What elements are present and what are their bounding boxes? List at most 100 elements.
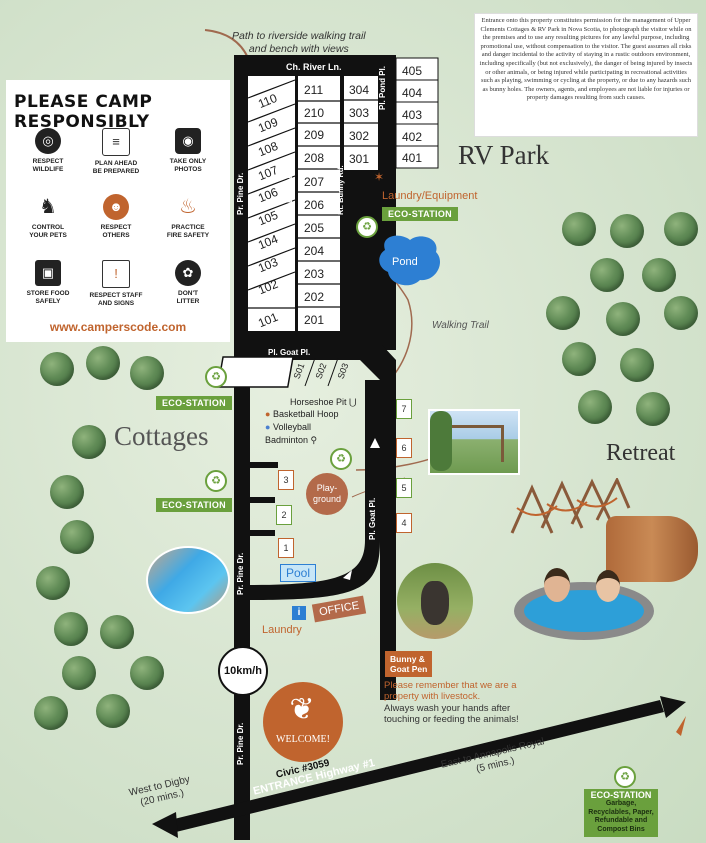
cabin-7[interactable]: 7 [396, 399, 412, 419]
hammocks-illustration [507, 476, 632, 538]
pool-photo [146, 546, 230, 614]
ch-river-ln-label: Ch. River Ln. [286, 62, 342, 72]
take-photos-item: ◉ TAKE ONLY PHOTOS [158, 128, 218, 174]
item-label: RESPECT OTHERS [100, 224, 132, 239]
basketball-icon: ● [265, 409, 271, 419]
tree [86, 346, 120, 380]
laundry-label: Laundry [262, 624, 302, 636]
item-label: RESPECT WILDLIFE [32, 158, 64, 173]
site-206[interactable]: 206 [304, 198, 325, 212]
basketball-label: ● Basketball Hoop [265, 409, 339, 419]
horseshoe-icon: ⋃ [349, 397, 357, 407]
site-210[interactable]: 210 [304, 106, 325, 120]
bunny-icon: ❦ [289, 693, 315, 726]
speed-limit-sign: 10km/h [218, 646, 268, 696]
volleyball-label: ● Volleyball [265, 422, 311, 432]
livestock-note: Please remember that we are a property w… [384, 680, 517, 702]
item-label: STORE FOOD SAFELY [26, 290, 70, 305]
tree [590, 258, 624, 292]
site-203[interactable]: 203 [304, 267, 325, 281]
highway-road [170, 700, 664, 832]
tree [130, 356, 164, 390]
tree [96, 694, 130, 728]
tree [636, 392, 670, 426]
site-202[interactable]: 202 [304, 290, 325, 304]
site-204[interactable]: 204 [304, 244, 325, 258]
item-label: RESPECT STAFF AND SIGNS [89, 292, 143, 307]
site-302[interactable]: 302 [349, 129, 370, 143]
north-arrow [676, 716, 686, 736]
cabin-6[interactable]: 6 [396, 438, 412, 458]
pool-label[interactable]: Pool [280, 564, 316, 582]
control-pets-item: ♞ CONTROL YOUR PETS [18, 194, 78, 240]
site-211[interactable]: 211 [304, 83, 324, 97]
badminton-text: Badminton [265, 435, 309, 445]
recycle-icon: ♻ [614, 766, 636, 788]
site-401[interactable]: 401 [402, 151, 423, 165]
cabin-5[interactable]: 5 [396, 478, 412, 498]
checklist-icon: ≡ [102, 128, 130, 156]
item-label: PRACTICE FIRE SAFETY [166, 224, 210, 239]
tree [562, 342, 596, 376]
cabin-1[interactable]: 1 [278, 538, 294, 558]
walking-trail-label: Walking Trail [432, 320, 489, 331]
riverside-trail-note: Path to riverside walking trail and benc… [232, 30, 366, 55]
tree [130, 656, 164, 690]
pr-pine-dr-bottom-label: Pr. Pine Dr. [236, 722, 245, 765]
store-food-item: ▣ STORE FOOD SAFELY [18, 260, 78, 306]
badminton-label: Badminton ⚲ [265, 435, 317, 446]
tree [50, 475, 84, 509]
tree [610, 214, 644, 248]
horseshoe-text: Horseshoe Pit [290, 397, 347, 407]
site-205[interactable]: 205 [304, 221, 325, 235]
campfire-icon: ♨ [179, 196, 197, 218]
cabin-2[interactable]: 2 [276, 505, 292, 525]
tree [34, 696, 68, 730]
fire-safety-item: ♨ PRACTICE FIRE SAFETY [158, 194, 218, 240]
pl-pond-pl-label: Pl. Pond Pl. [378, 65, 387, 110]
river-path [204, 29, 249, 59]
cottages-title: Cottages [114, 421, 209, 451]
site-209[interactable]: 209 [304, 128, 325, 142]
plan-ahead-item: ≡ PLAN AHEAD BE PREPARED [86, 128, 146, 176]
site-303[interactable]: 303 [349, 106, 370, 120]
cabin-3[interactable]: 3 [278, 470, 294, 490]
site-404[interactable]: 404 [402, 86, 423, 100]
eco-station-bottom-text: Garbage, Recyclables, Paper, Refundable … [588, 800, 654, 833]
eco-station-bottom-title: ECO-STATION [590, 790, 652, 800]
tree [62, 656, 96, 690]
site-405[interactable]: 405 [402, 64, 423, 78]
tree [606, 302, 640, 336]
laundry-equipment-label: Laundry/Equipment [382, 190, 478, 202]
camperscode-link[interactable]: www.camperscode.com [49, 320, 187, 334]
welcome-text: WELCOME! [276, 734, 330, 745]
pl-goat-pl-top-label: Pl. Goat Pl. [268, 348, 311, 357]
recycle-icon: ♻ [330, 448, 352, 470]
site-403[interactable]: 403 [402, 108, 423, 122]
tree [60, 520, 94, 554]
sign-icon: ! [102, 260, 130, 288]
site-201[interactable]: 201 [304, 313, 325, 327]
pond [379, 235, 441, 286]
site-304[interactable]: 304 [349, 83, 370, 97]
site-402[interactable]: 402 [402, 130, 423, 144]
retreat-title: Retreat [606, 440, 676, 466]
recycle-icon: ♻ [205, 470, 227, 492]
cabin-4[interactable]: 4 [396, 513, 412, 533]
site-207[interactable]: 207 [304, 175, 325, 189]
wash-hands-note: Always wash your hands after touching or… [384, 703, 519, 725]
tree [578, 390, 612, 424]
item-label: TAKE ONLY PHOTOS [169, 158, 207, 173]
basketball-text: Basketball Hoop [272, 409, 339, 419]
rt-bunny-rd-label: Rt. Bunny Rd. [336, 165, 345, 215]
item-label: CONTROL YOUR PETS [29, 224, 67, 239]
item-label: PLAN AHEAD BE PREPARED [92, 160, 140, 175]
site-301[interactable]: 301 [349, 152, 370, 166]
site-208[interactable]: 208 [304, 151, 325, 165]
playground-marker[interactable]: Play- ground [306, 473, 348, 515]
goat-photo [397, 563, 473, 639]
tree [100, 615, 134, 649]
volleyball-icon: ● [265, 422, 271, 432]
recycle-icon: ♻ [205, 366, 227, 388]
